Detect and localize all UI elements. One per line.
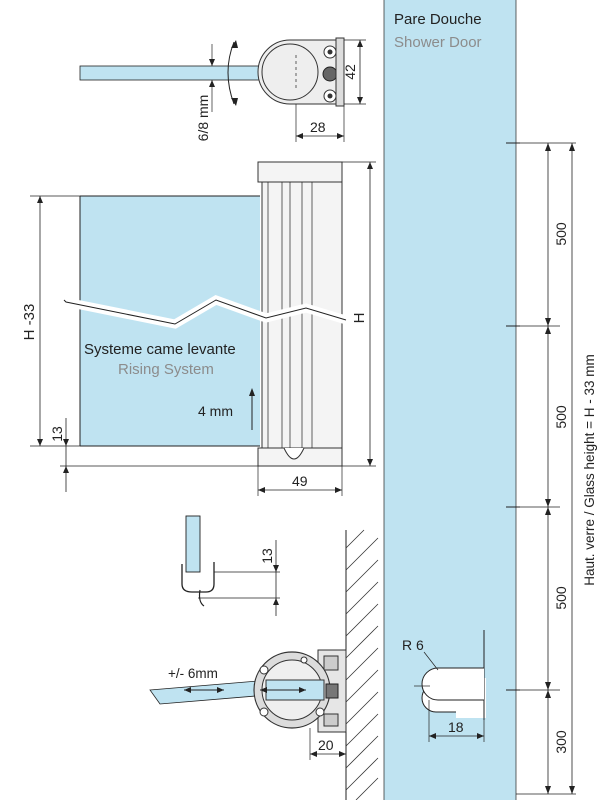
glass-panel	[384, 0, 516, 800]
glass-height-dimensions: 500 500 500 300 Haut. verre / Glass heig…	[516, 142, 597, 795]
segment-4-label: 300	[553, 730, 569, 754]
glass-notch-detail: R 6 18	[402, 630, 486, 742]
wall-offset-label: 20	[318, 737, 334, 753]
rising-system-fr: Systeme came levante	[84, 341, 236, 358]
total-height-label: H	[351, 313, 368, 324]
wall-section	[345, 529, 379, 800]
top-width-label: 28	[310, 119, 326, 135]
rising-system-en: Rising System	[118, 361, 214, 378]
rising-system-elevation: H H -33 13 Systeme came levante Rising S…	[21, 161, 376, 496]
segment-1-label: 500	[553, 222, 569, 246]
segment-2-label: 500	[553, 405, 569, 429]
glass-panel-elevation: Pare Douche Shower Door R 6 18	[383, 0, 520, 800]
bottom-seal-detail: 13	[181, 515, 280, 616]
segment-3-label: 500	[553, 586, 569, 610]
profile-width-label: 49	[292, 473, 308, 489]
bottom-gap-label: 13	[49, 426, 65, 442]
rotation-thickness-label: 6/8 mm	[195, 95, 211, 142]
notch-radius-label: R 6	[402, 637, 424, 653]
notch-width-label: 18	[448, 719, 464, 735]
title-fr: Pare Douche	[394, 11, 482, 28]
hinge-section-detail: +/- 6mm 20	[149, 649, 347, 760]
top-height-label: 42	[342, 64, 358, 80]
adjustment-label: +/- 6mm	[168, 666, 218, 681]
rise-label: 4 mm	[198, 403, 233, 419]
hinge-top-view: 6/8 mm 42 28	[79, 37, 366, 142]
seal-gap-label: 13	[259, 548, 275, 564]
glass-height-label: Haut. verre / Glass height = H - 33 mm	[582, 354, 597, 585]
title-en: Shower Door	[394, 34, 482, 51]
glass-h-label: H -33	[21, 304, 38, 341]
